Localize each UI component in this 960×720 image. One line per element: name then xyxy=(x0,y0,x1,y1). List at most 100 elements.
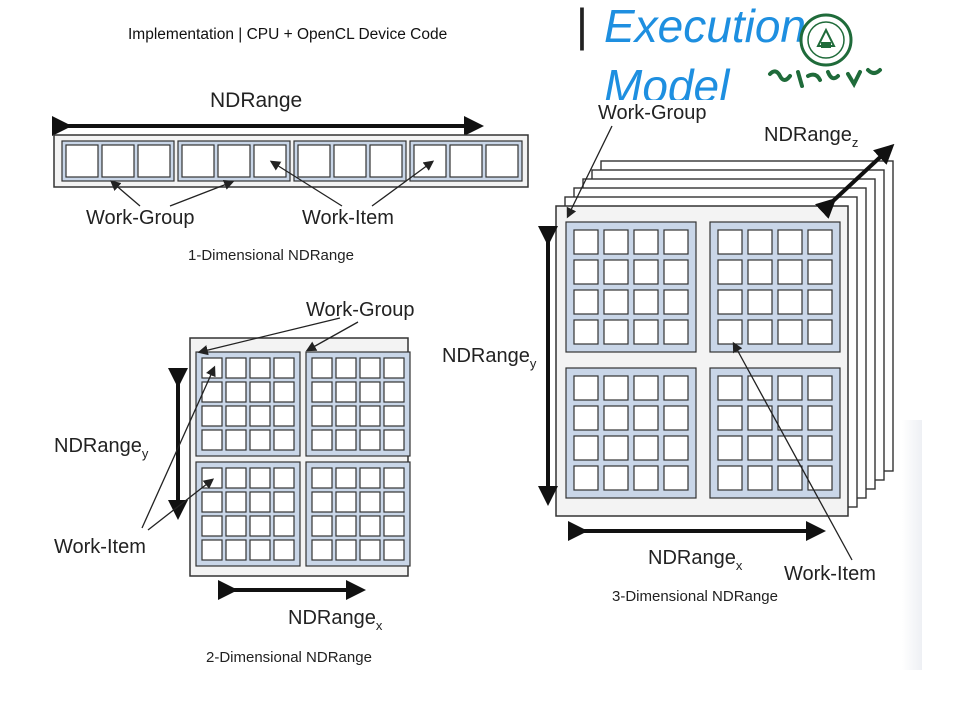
work-item xyxy=(807,229,833,255)
work-item xyxy=(663,435,689,461)
work-item xyxy=(747,375,773,401)
work-item xyxy=(603,229,629,255)
ndrange-y-2d-label: NDRangey xyxy=(54,435,149,461)
ndrange-z-3d-sub: z xyxy=(852,135,859,150)
slide-subtitle: Implementation | CPU + OpenCL Device Cod… xyxy=(128,26,448,43)
work-item xyxy=(333,144,367,178)
arrow-wi-2d-a xyxy=(141,365,216,529)
work-item xyxy=(369,144,403,178)
work-item xyxy=(335,429,357,451)
arrow-wi-3d xyxy=(732,341,853,561)
work-item xyxy=(633,259,659,285)
work-item xyxy=(633,405,659,431)
work-item xyxy=(807,435,833,461)
work-item xyxy=(335,539,357,561)
work-item xyxy=(603,375,629,401)
work-item xyxy=(663,465,689,491)
arrow-wg-2d-b xyxy=(305,321,359,352)
work-item xyxy=(311,357,333,379)
work-item xyxy=(201,381,223,403)
work-item xyxy=(311,515,333,537)
work-item xyxy=(717,405,743,431)
work-item xyxy=(249,467,271,489)
work-group-2d-label: Work-Group xyxy=(306,299,415,321)
work-item xyxy=(273,429,295,451)
work-item xyxy=(311,491,333,513)
work-item xyxy=(603,319,629,345)
work-group-row-1d xyxy=(61,140,523,182)
work-item xyxy=(383,357,405,379)
work-item xyxy=(201,357,223,379)
work-item xyxy=(777,435,803,461)
work-item xyxy=(311,429,333,451)
work-item xyxy=(633,435,659,461)
work-item xyxy=(253,144,287,178)
work-item xyxy=(383,429,405,451)
work-item xyxy=(359,429,381,451)
slide-title: Execution Model xyxy=(604,0,807,100)
work-item xyxy=(359,539,381,561)
work-item xyxy=(201,429,223,451)
work-item xyxy=(777,229,803,255)
work-item xyxy=(297,144,331,178)
work-item xyxy=(359,405,381,427)
work-item xyxy=(225,405,247,427)
work-item xyxy=(777,259,803,285)
work-item xyxy=(273,491,295,513)
work-item xyxy=(225,429,247,451)
work-item xyxy=(633,465,659,491)
work-item xyxy=(777,405,803,431)
work-item xyxy=(225,515,247,537)
work-item xyxy=(311,467,333,489)
arrow-wg-1d-a xyxy=(110,180,141,207)
work-item xyxy=(747,465,773,491)
work-item xyxy=(273,357,295,379)
ndrange-y-3d-label: NDRangey xyxy=(442,345,537,371)
work-item xyxy=(777,289,803,315)
work-item xyxy=(65,144,99,178)
work-item xyxy=(603,435,629,461)
work-item xyxy=(663,375,689,401)
ndrange-y-3d-sub: y xyxy=(530,356,537,371)
work-item xyxy=(311,539,333,561)
university-seal-icon xyxy=(799,13,853,67)
work-item xyxy=(335,515,357,537)
work-item xyxy=(217,144,251,178)
work-item xyxy=(663,319,689,345)
work-item xyxy=(573,289,599,315)
caption-1d: 1-Dimensional NDRange xyxy=(188,247,354,264)
work-item xyxy=(807,375,833,401)
work-item xyxy=(101,144,135,178)
ndrange-x-2d-label: NDRangex xyxy=(288,607,383,633)
work-item xyxy=(777,465,803,491)
work-group-3d-label: Work-Group xyxy=(598,102,707,124)
slide-header: Implementation | CPU + OpenCL Device Cod… xyxy=(0,0,960,100)
work-item xyxy=(777,319,803,345)
ndrange-x-2d-sub: x xyxy=(376,618,383,633)
work-item xyxy=(137,144,171,178)
ndrange-x-3d-sub: x xyxy=(736,558,743,573)
work-item xyxy=(717,465,743,491)
work-item xyxy=(573,405,599,431)
work-item xyxy=(201,491,223,513)
work-item xyxy=(747,405,773,431)
work-item xyxy=(603,465,629,491)
work-item xyxy=(359,357,381,379)
arrow-wg-2d-a xyxy=(197,317,341,356)
work-item xyxy=(573,259,599,285)
work-item xyxy=(633,289,659,315)
caption-3d: 3-Dimensional NDRange xyxy=(612,588,778,605)
arrow-wi-1d-b xyxy=(371,160,435,207)
work-item xyxy=(573,319,599,345)
work-item xyxy=(747,435,773,461)
work-item xyxy=(249,491,271,513)
work-item xyxy=(807,259,833,285)
work-item xyxy=(273,539,295,561)
work-item xyxy=(603,405,629,431)
work-item xyxy=(383,491,405,513)
work-item xyxy=(603,289,629,315)
work-item xyxy=(663,229,689,255)
work-item xyxy=(573,375,599,401)
work-item xyxy=(201,539,223,561)
seal-script-icon xyxy=(768,68,882,89)
